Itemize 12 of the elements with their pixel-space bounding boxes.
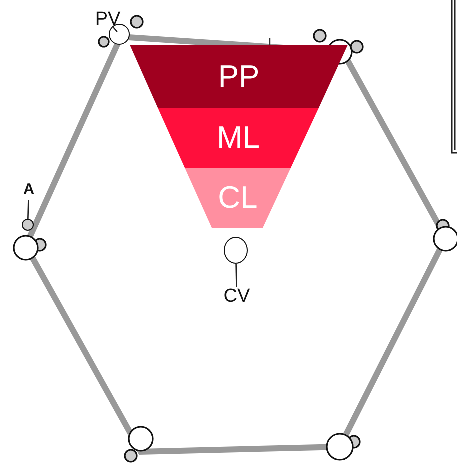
- zone-band: CL: [185, 168, 291, 228]
- leader-line: [28, 200, 30, 220]
- zone-band: PP: [130, 45, 348, 108]
- leader-line: [112, 26, 118, 32]
- vessel-circle: [109, 24, 130, 45]
- vessel-label: PV: [90, 10, 126, 32]
- vessel-circle: [22, 219, 34, 231]
- vessel-circle: [224, 237, 248, 264]
- vessel-label: CV: [218, 287, 256, 309]
- vessel-label: A: [18, 180, 40, 200]
- zone-band: ML: [158, 108, 319, 168]
- leader-line: [236, 264, 238, 288]
